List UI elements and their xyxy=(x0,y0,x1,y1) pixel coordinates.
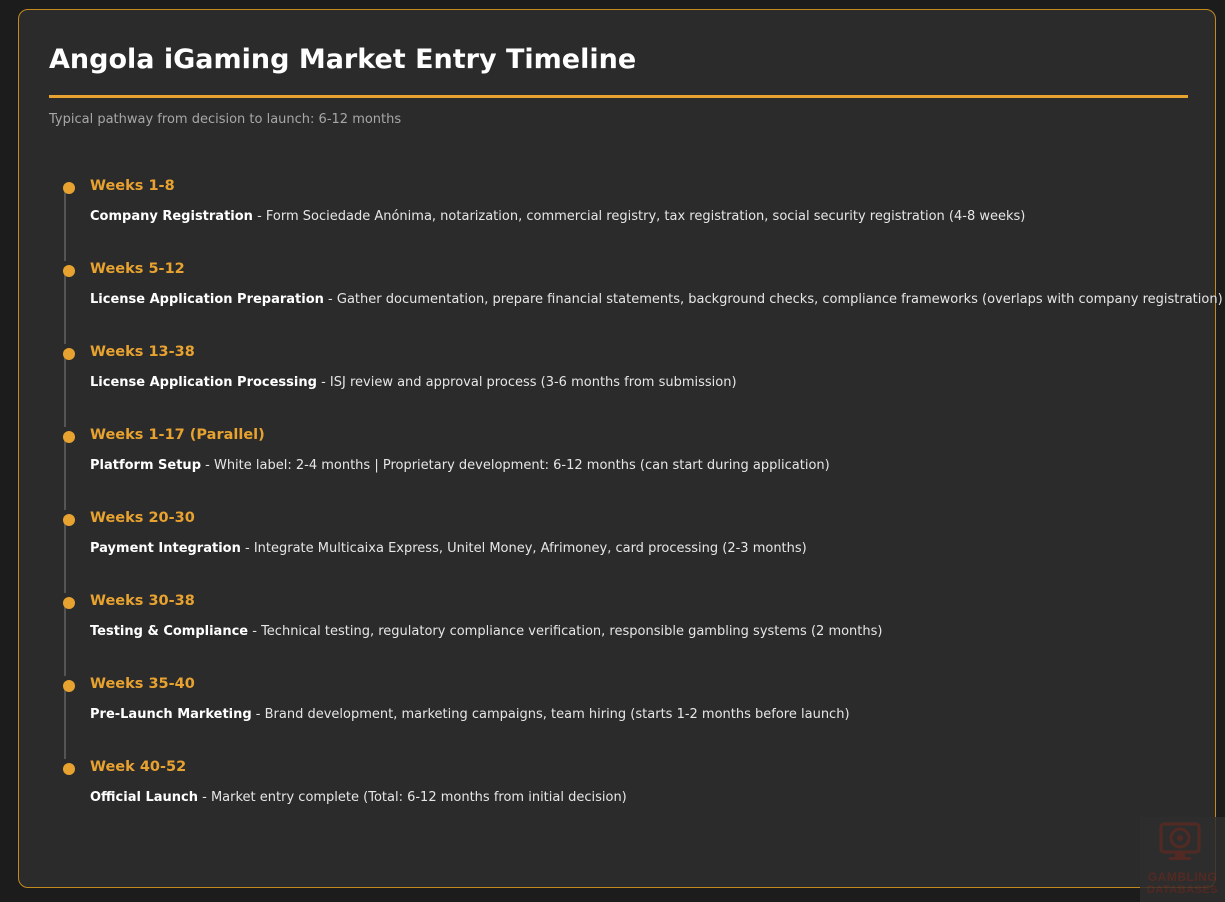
timeline-description: Testing & Compliance - Technical testing… xyxy=(90,624,882,639)
timeline-step-text: Form Sociedade Anónima, notarization, co… xyxy=(265,209,1026,224)
timeline-marker-icon xyxy=(63,431,75,443)
watermark-logo: GAMBLING DATABASES xyxy=(1140,817,1225,902)
timeline-period: Week 40-52 xyxy=(90,759,187,775)
timeline-separator: - xyxy=(240,541,254,556)
timeline-item: Weeks 5-12 License Application Preparati… xyxy=(49,261,1223,344)
timeline-marker-icon xyxy=(63,514,75,526)
page-title: Angola iGaming Market Entry Timeline xyxy=(49,44,637,75)
timeline-separator: - xyxy=(198,790,211,805)
timeline-marker-icon xyxy=(63,348,75,360)
timeline-separator: - xyxy=(201,458,214,473)
timeline-separator: - xyxy=(248,624,262,639)
timeline-marker-icon xyxy=(63,680,75,692)
timeline-step-text: Market entry complete (Total: 6-12 month… xyxy=(210,790,627,805)
timeline-description: Platform Setup - White label: 2-4 months… xyxy=(90,458,830,473)
timeline-step-label: Platform Setup xyxy=(90,458,201,473)
timeline-step-label: Testing & Compliance xyxy=(90,624,249,639)
timeline-step-text: Brand development, marketing campaigns, … xyxy=(264,707,850,722)
timeline-marker-icon xyxy=(63,597,75,609)
title-divider xyxy=(49,95,1188,98)
timeline-item: Weeks 30-38 Testing & Compliance - Techn… xyxy=(49,593,1189,676)
timeline-connector xyxy=(64,605,66,676)
timeline-connector xyxy=(64,688,66,759)
timeline-step-label: Official Launch xyxy=(90,790,198,805)
timeline-connector xyxy=(64,439,66,510)
roulette-chip-monitor-icon xyxy=(1159,822,1201,860)
timeline-period: Weeks 5-12 xyxy=(90,261,185,277)
timeline-item: Weeks 20-30 Payment Integration - Integr… xyxy=(49,510,1189,593)
timeline-connector xyxy=(64,190,66,261)
timeline-description: License Application Preparation - Gather… xyxy=(90,292,1223,307)
timeline-item: Week 40-52 Official Launch - Market entr… xyxy=(49,759,1189,842)
timeline-separator: - xyxy=(323,292,337,307)
timeline-period: Weeks 20-30 xyxy=(90,510,195,526)
timeline-step-text: Gather documentation, prepare financial … xyxy=(336,292,1223,307)
timeline-item: Weeks 13-38 License Application Processi… xyxy=(49,344,1189,427)
timeline-period: Weeks 13-38 xyxy=(90,344,195,360)
timeline-period: Weeks 35-40 xyxy=(90,676,195,692)
timeline-marker-icon xyxy=(63,763,75,775)
timeline-period: Weeks 1-17 (Parallel) xyxy=(90,427,265,443)
timeline-card: Angola iGaming Market Entry Timeline Typ… xyxy=(18,9,1223,888)
watermark-text-line2: DATABASES xyxy=(1146,884,1219,896)
timeline-connector xyxy=(64,522,66,593)
timeline-step-text: Technical testing, regulatory compliance… xyxy=(261,624,883,639)
timeline-item: Weeks 1-17 (Parallel) Platform Setup - W… xyxy=(49,427,1189,510)
timeline-period: Weeks 1-8 xyxy=(90,178,175,194)
timeline-item: Weeks 35-40 Pre-Launch Marketing - Brand… xyxy=(49,676,1189,759)
timeline-marker-icon xyxy=(63,182,75,194)
timeline-step-text: White label: 2-4 months | Proprietary de… xyxy=(213,458,830,473)
timeline-period: Weeks 30-38 xyxy=(90,593,195,609)
timeline-description: Pre-Launch Marketing - Brand development… xyxy=(90,707,850,722)
timeline-description: Payment Integration - Integrate Multicai… xyxy=(90,541,807,556)
timeline-step-label: Company Registration xyxy=(90,209,253,224)
timeline-description: License Application Processing - ISJ rev… xyxy=(90,375,737,390)
timeline-separator: - xyxy=(251,707,265,722)
timeline-step-label: License Application Preparation xyxy=(90,292,324,307)
timeline-step-text: ISJ review and approval process (3-6 mon… xyxy=(329,375,737,390)
timeline-description: Company Registration - Form Sociedade An… xyxy=(90,209,1025,224)
timeline-connector xyxy=(64,356,66,427)
timeline-connector xyxy=(64,273,66,344)
timeline-step-label: License Application Processing xyxy=(90,375,317,390)
timeline-step-text: Integrate Multicaixa Express, Unitel Mon… xyxy=(253,541,807,556)
timeline-list: Weeks 1-8 Company Registration - Form So… xyxy=(49,178,1223,842)
page-subtitle: Typical pathway from decision to launch:… xyxy=(49,112,402,127)
timeline-separator: - xyxy=(252,209,266,224)
timeline-separator: - xyxy=(316,375,330,390)
timeline-marker-icon xyxy=(63,265,75,277)
timeline-step-label: Pre-Launch Marketing xyxy=(90,707,252,722)
timeline-item: Weeks 1-8 Company Registration - Form So… xyxy=(49,178,1189,261)
timeline-step-label: Payment Integration xyxy=(90,541,241,556)
watermark-text-line1: GAMBLING xyxy=(1147,870,1218,884)
timeline-description: Official Launch - Market entry complete … xyxy=(90,790,627,805)
